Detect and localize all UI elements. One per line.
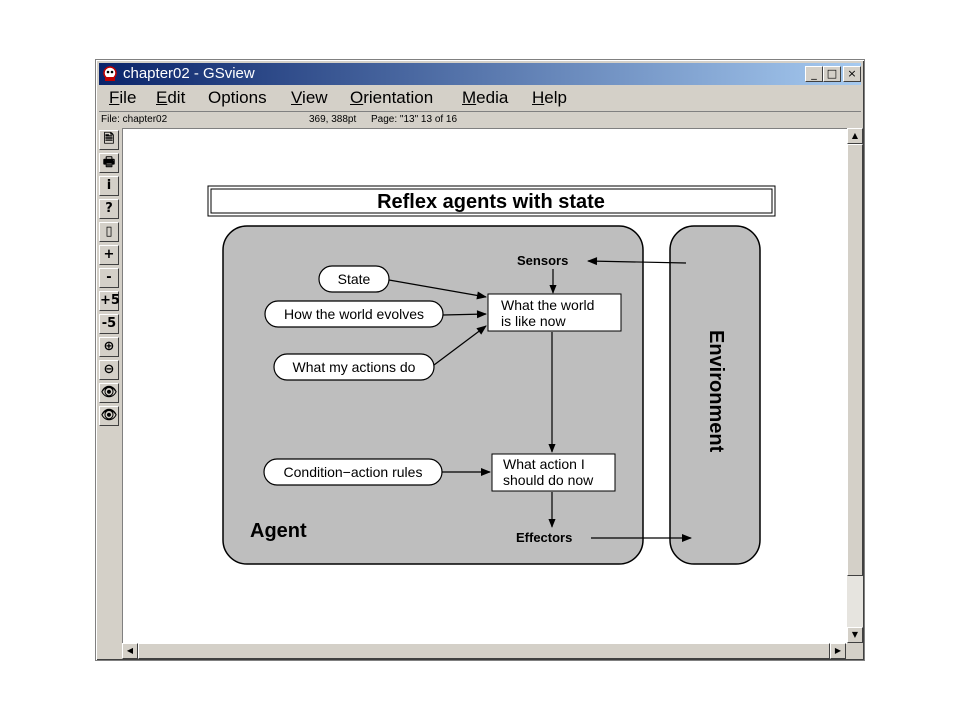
print-icon[interactable]: 🖶: [99, 153, 119, 173]
horizontal-scroll-thumb[interactable]: [138, 643, 830, 659]
menu-help[interactable]: Help: [532, 88, 567, 107]
gsview-window: chapter02 - GSview _ □ × File Edit Optio…: [95, 59, 865, 661]
effectors-label: Effectors: [516, 530, 572, 545]
agent-box: [222, 225, 644, 565]
window-title: chapter02 - GSview: [123, 65, 255, 82]
close-button[interactable]: ×: [843, 66, 861, 82]
find-text-icon[interactable]: 👁: [99, 383, 119, 403]
slide-title: Reflex agents with state: [377, 191, 605, 213]
title-frame-outer: [207, 185, 776, 217]
world-now-line1: What the world: [501, 297, 594, 313]
actions-do-pill: [273, 353, 435, 381]
env-to-sensors-arrow: [587, 257, 687, 266]
world-evolves-pill: [264, 300, 444, 328]
environment-box: [669, 225, 761, 565]
world-now-box: [487, 293, 622, 332]
scroll-left-icon[interactable]: ◀: [122, 643, 138, 659]
forward-five-pages-icon[interactable]: +5: [99, 291, 120, 311]
menu-options[interactable]: Options: [208, 88, 267, 107]
state-label: State: [338, 271, 371, 287]
state-pill: [318, 265, 390, 293]
previous-page-icon[interactable]: -: [99, 268, 119, 288]
action-now-line2: should do now: [503, 472, 594, 488]
zoom-in-icon[interactable]: ⊕: [99, 337, 119, 357]
menu-view[interactable]: View: [291, 88, 328, 107]
evolves-to-world-arrow: [442, 310, 487, 319]
menu-bar: File Edit Options View Orientation Media…: [99, 86, 861, 110]
minimize-button[interactable]: _: [805, 66, 823, 82]
horizontal-scrollbar[interactable]: ◀ ▶: [122, 643, 846, 659]
environment-label: Environment: [705, 330, 727, 453]
scroll-down-icon[interactable]: ▼: [847, 627, 863, 643]
zoom-out-icon[interactable]: ⊖: [99, 360, 119, 380]
action-now-box: [491, 453, 616, 492]
action-now-line1: What action I: [503, 456, 585, 472]
menu-file[interactable]: File: [109, 88, 137, 107]
condition-rules-label: Condition−action rules: [284, 464, 423, 480]
world-now-line2: is like now: [501, 313, 566, 329]
scroll-up-icon[interactable]: ▲: [847, 128, 863, 144]
actions-to-world-arrow: [433, 325, 487, 366]
menu-media[interactable]: Media: [462, 88, 509, 107]
find-next-icon[interactable]: 👁: [99, 406, 119, 426]
help-icon[interactable]: ?: [99, 199, 119, 219]
cursor-coordinates: 369, 388pt: [309, 114, 357, 125]
page-diagram: Reflex agents with state Agent Environme…: [207, 185, 776, 565]
world-evolves-label: How the world evolves: [284, 306, 424, 322]
sensors-label: Sensors: [517, 253, 568, 268]
status-info-bar: File: chapter02 369, 388pt Page: "13" 13…: [99, 111, 861, 128]
gsview-ghost-icon: [103, 66, 117, 81]
state-to-world-arrow: [388, 279, 487, 300]
vertical-toolbar: 🗎 🖶 i ? ▯ + - +5 -5 ⊕ ⊖ 👁 👁: [99, 130, 121, 430]
menu-orientation[interactable]: Orientation: [350, 88, 434, 107]
vertical-scrollbar[interactable]: ▲ ▼: [847, 128, 863, 643]
resize-grip[interactable]: [847, 643, 863, 659]
file-name-label: File: chapter02: [101, 114, 168, 125]
page-indicator: Page: "13" 13 of 16: [371, 114, 458, 125]
title-bar[interactable]: chapter02 - GSview _ □ ×: [99, 63, 861, 85]
next-page-icon[interactable]: +: [99, 245, 119, 265]
scroll-right-icon[interactable]: ▶: [830, 643, 846, 659]
maximize-button[interactable]: □: [823, 66, 841, 82]
vertical-scroll-thumb[interactable]: [847, 144, 863, 576]
agent-label: Agent: [250, 520, 307, 542]
info-icon[interactable]: i: [99, 176, 119, 196]
open-file-icon[interactable]: 🗎: [99, 130, 119, 150]
document-viewport[interactable]: Reflex agents with state Agent Environme…: [122, 128, 847, 644]
back-five-pages-icon[interactable]: -5: [99, 314, 119, 334]
menu-edit[interactable]: Edit: [156, 88, 186, 107]
title-frame-inner: [210, 188, 773, 214]
actions-do-label: What my actions do: [293, 359, 416, 375]
goto-page-icon[interactable]: ▯: [99, 222, 119, 242]
